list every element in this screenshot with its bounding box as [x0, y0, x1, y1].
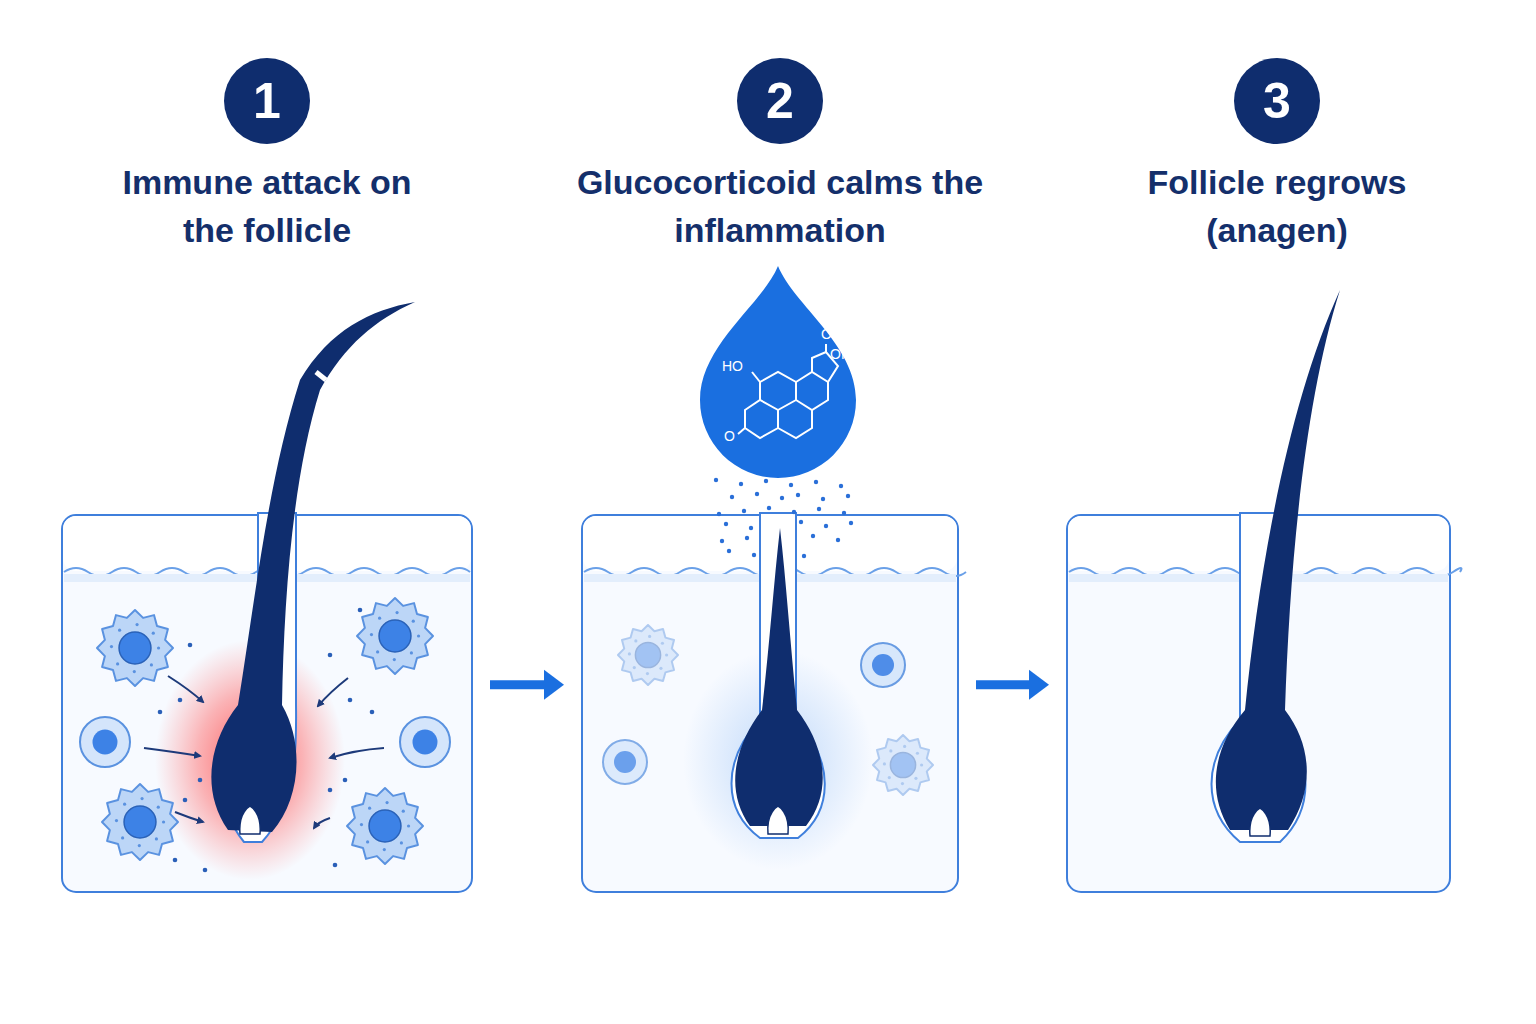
panel-box: 1Immune attack on the follicle: [62, 515, 472, 892]
step-number: 1: [224, 58, 310, 144]
panel-box: 3Follicle regrows (anagen): [1067, 515, 1450, 892]
flow-arrow: [490, 670, 564, 700]
atom-label: HO: [722, 358, 743, 374]
step-number: 2: [737, 58, 823, 144]
step-title: Follicle regrows (anagen): [1117, 158, 1437, 254]
flow-arrow: [976, 670, 1049, 700]
atom-label: O: [724, 428, 735, 444]
step-title: Immune attack on the follicle: [117, 158, 417, 254]
step-title: Glucocorticoid calms the inflammation: [570, 158, 990, 254]
panel-heading: 3Follicle regrows (anagen): [1117, 58, 1437, 254]
panel-heading: 1Immune attack on the follicle: [117, 58, 417, 254]
panel-heading: 2Glucocorticoid calms the inflammation: [570, 58, 990, 254]
atom-label: OH: [830, 346, 851, 362]
panel-box: 2Glucocorticoid calms the inflammation: [582, 515, 958, 892]
atom-label: O: [821, 326, 832, 342]
step-number: 3: [1234, 58, 1320, 144]
